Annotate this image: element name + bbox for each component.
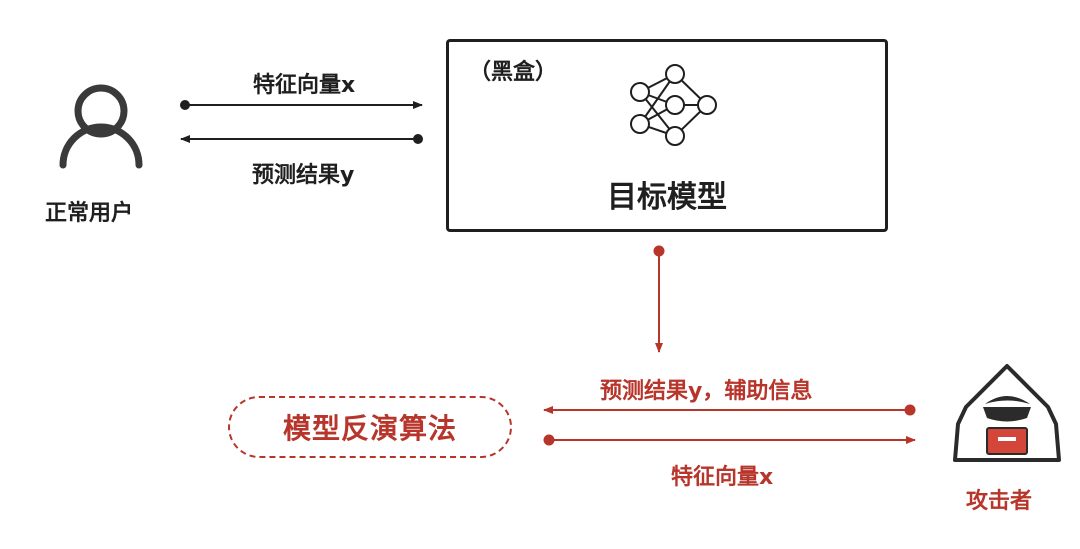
received-label: 预测结果y，辅助信息 xyxy=(600,379,813,404)
attacker-label: 攻击者 xyxy=(966,489,1033,514)
neural-network-icon xyxy=(630,64,717,146)
target-model-title: 目标模型 xyxy=(607,180,727,215)
user-label: 正常用户 xyxy=(45,201,134,226)
input-label: 特征向量x xyxy=(253,73,356,98)
input-arrow xyxy=(180,100,423,110)
sent-arrow xyxy=(543,434,916,446)
hooded-hacker-icon xyxy=(953,364,1061,462)
blackbox-label: （黑盒） xyxy=(469,60,558,85)
sent-label: 特征向量x xyxy=(671,465,774,490)
person-outline-icon xyxy=(59,84,143,169)
output-label: 预测结果y xyxy=(252,163,355,188)
inversion-algorithm-pill: 模型反演算法 xyxy=(228,396,512,458)
output-arrow xyxy=(180,134,423,144)
leak-arrow xyxy=(653,245,665,353)
target-model-box xyxy=(446,39,888,232)
received-arrow xyxy=(543,404,916,416)
